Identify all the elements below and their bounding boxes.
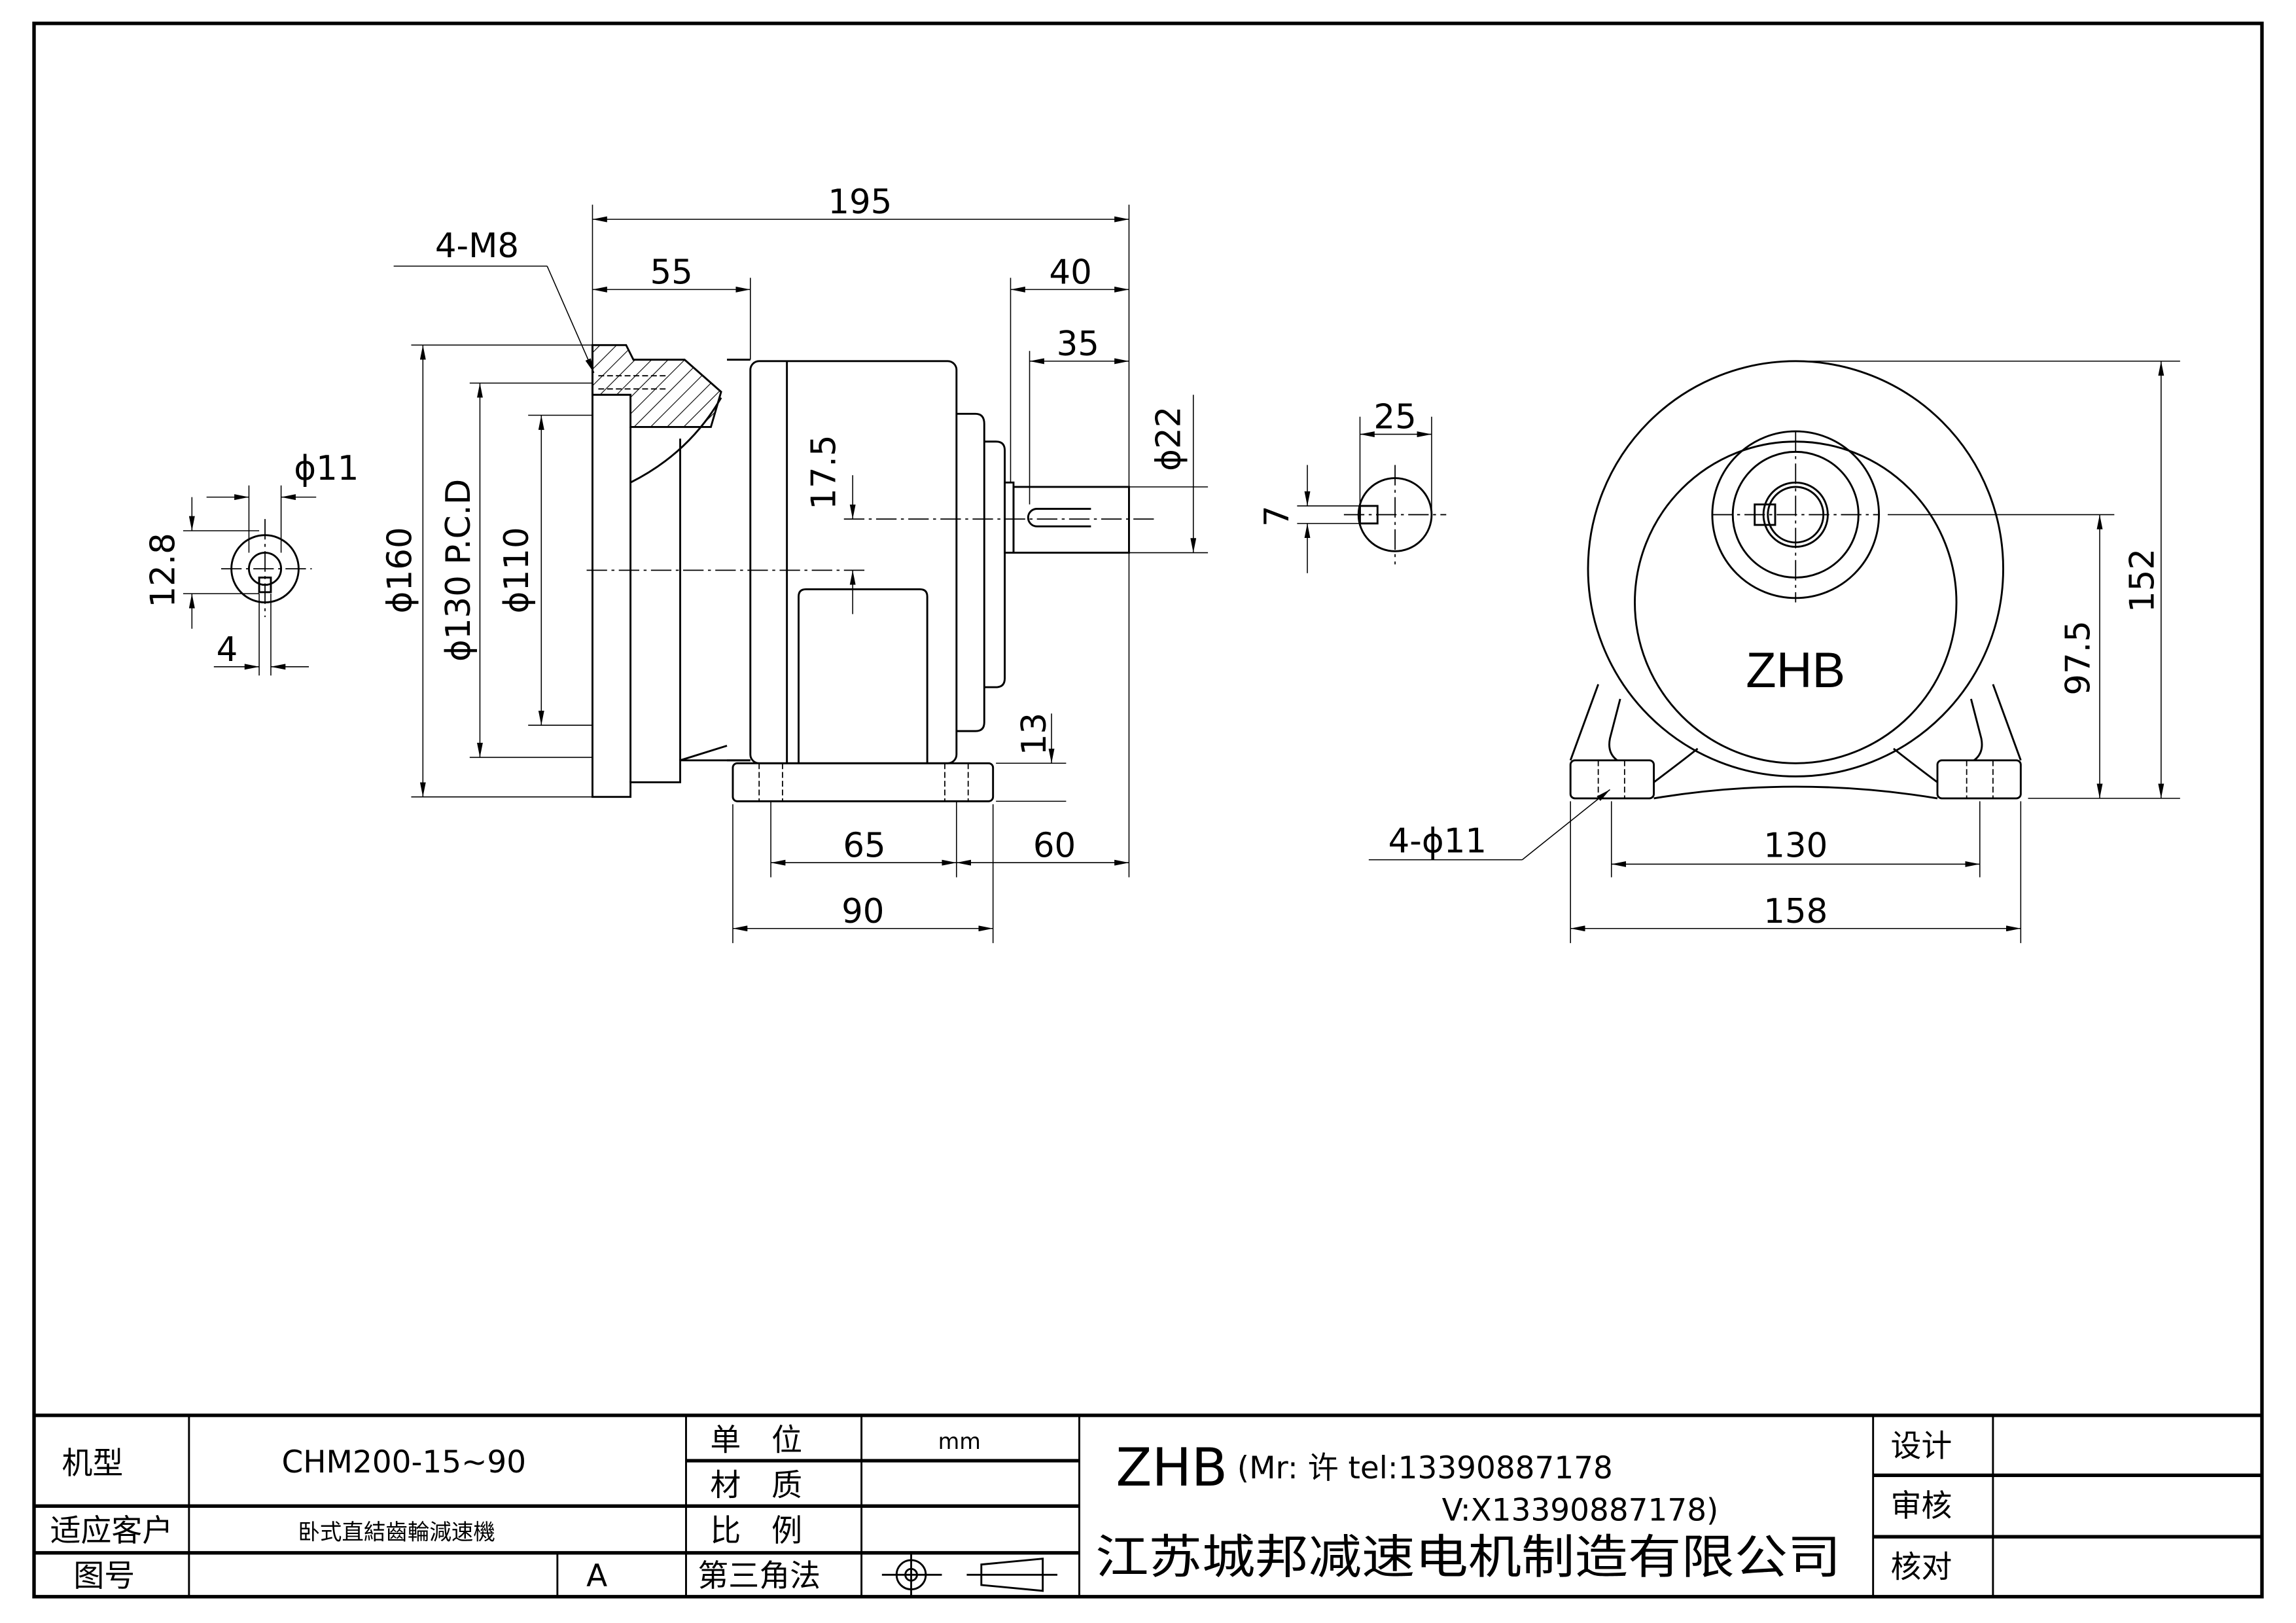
shaft-end-view: 25 7 — [1258, 398, 1447, 573]
scale-label: 比 例 — [710, 1513, 802, 1549]
dim-60: 60 — [1033, 826, 1076, 865]
brand-logo: ZHB — [1116, 1436, 1227, 1498]
projection-label: 第三角法 — [698, 1558, 821, 1594]
keyway — [1027, 508, 1091, 527]
design-label: 设计 — [1891, 1428, 1952, 1464]
revision: A — [586, 1558, 607, 1594]
dim-152: 152 — [2123, 548, 2163, 613]
third-angle-projection-icon — [881, 1552, 1057, 1597]
dim-spigot: ϕ110 — [497, 527, 537, 613]
title-block: 机型 CHM200-15~90 适应客户 卧式直結齒輪減速機 图号 A 单 位 … — [34, 1414, 2262, 1597]
check-label: 核对 — [1891, 1550, 1952, 1586]
dim-flange-od: ϕ160 — [380, 527, 419, 613]
output-shaft — [1012, 486, 1130, 554]
foot — [732, 762, 995, 802]
customer-label: 适应客户 — [50, 1513, 173, 1549]
company-name: 江苏城邦减速电机制造有限公司 — [1095, 1530, 1841, 1584]
dim-55: 55 — [650, 253, 692, 292]
dim-65: 65 — [843, 826, 885, 865]
dim-40: 40 — [1049, 253, 1091, 292]
left-foot-pad — [1569, 759, 1655, 800]
unit-label: 单 位 — [710, 1422, 802, 1458]
front-view: 195 55 40 35 ϕ22 17.5 ϕ160 ϕ130 P.C.D ϕ1… — [380, 183, 1209, 944]
flange-section-hatch — [592, 344, 722, 428]
model-value: CHM200-15~90 — [281, 1444, 526, 1480]
dim-158: 158 — [1763, 892, 1828, 931]
dim-195: 195 — [828, 183, 892, 222]
bore-key-view: ϕ11 12.8 4 — [144, 449, 359, 676]
dim-pcd: ϕ130 P.C.D — [439, 479, 478, 662]
dim-35: 35 — [1057, 325, 1099, 364]
customer-value: 卧式直結齒輪減速機 — [298, 1520, 495, 1545]
contact-line-2: V:X13390887178) — [1442, 1493, 1719, 1529]
foot-holes-label: 4-ϕ11 — [1388, 822, 1487, 861]
dim-key-width: 4 — [217, 630, 238, 669]
drawing-no-label: 图号 — [73, 1558, 135, 1594]
dim-13: 13 — [1015, 713, 1054, 755]
right-foot-pad — [1936, 759, 2022, 800]
side-view-logo: ZHB — [1746, 643, 1845, 698]
dim-7: 7 — [1258, 505, 1297, 527]
contact-line-1: (Mr: 许 tel:13390887178 — [1237, 1450, 1613, 1486]
dim-key-height: 12.8 — [144, 533, 183, 607]
dim-25: 25 — [1373, 398, 1416, 437]
review-label: 审核 — [1891, 1488, 1952, 1524]
dim-90: 90 — [841, 892, 884, 931]
material-label: 材 质 — [710, 1468, 802, 1504]
model-label: 机型 — [62, 1446, 123, 1482]
dim-shaft-dia: ϕ22 — [1150, 406, 1189, 471]
dim-97-5: 97.5 — [2058, 620, 2098, 695]
side-view: ZHB 152 97.5 130 158 4-ϕ11 — [1368, 360, 2180, 944]
dim-bore: ϕ11 — [294, 449, 359, 488]
dim-17-5: 17.5 — [804, 435, 843, 509]
dim-130: 130 — [1763, 826, 1828, 865]
drawing-border — [32, 22, 2264, 1599]
tapped-holes-label: 4-M8 — [435, 226, 519, 266]
unit-value: mm — [938, 1429, 981, 1454]
